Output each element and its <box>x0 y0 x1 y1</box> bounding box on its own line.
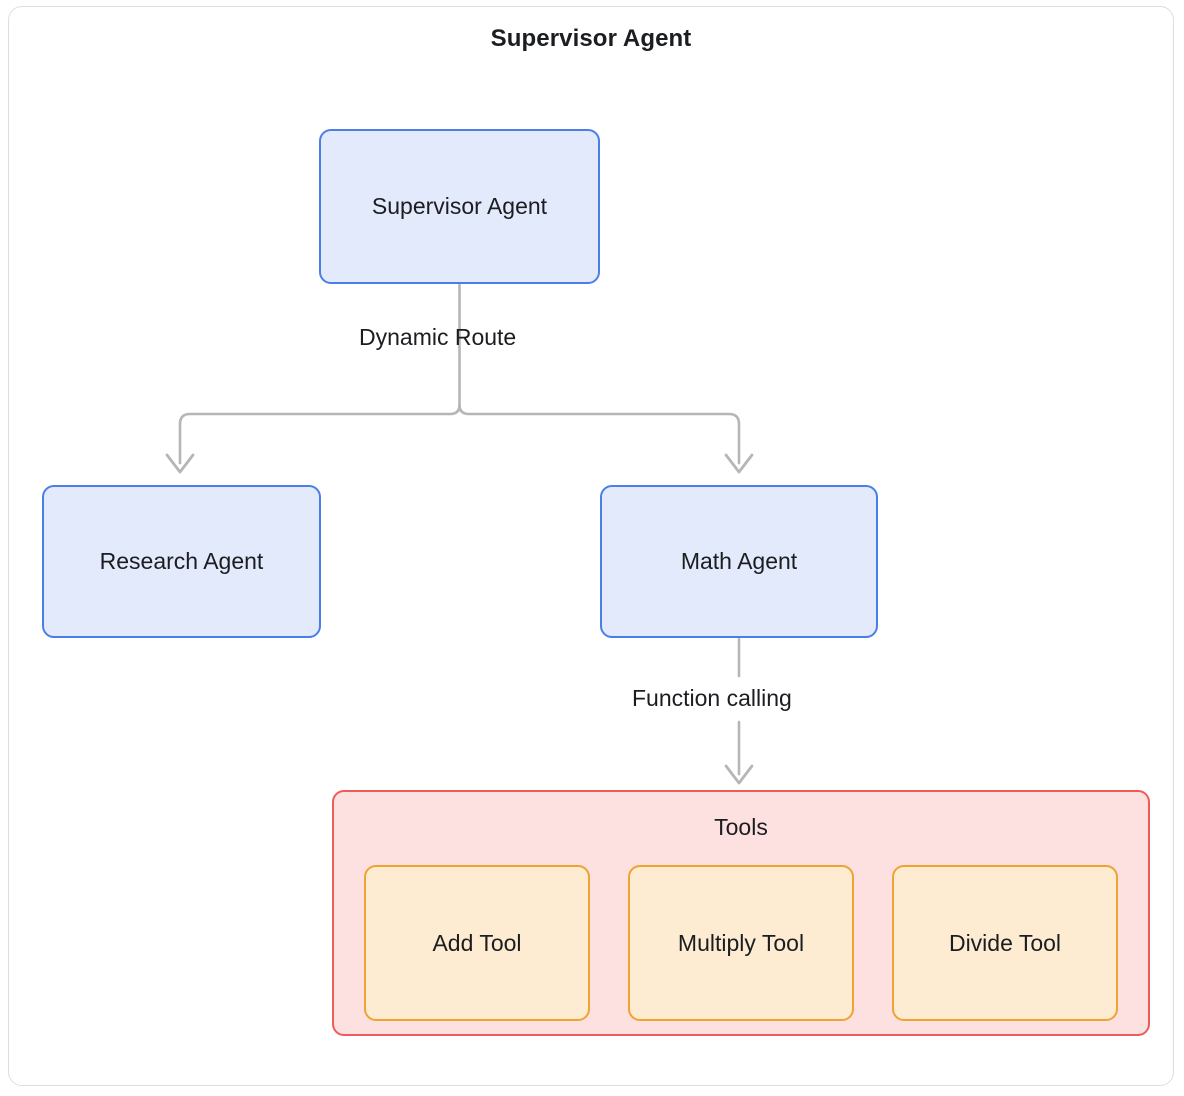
node-add-tool-label: Add Tool <box>432 929 522 956</box>
node-research-agent[interactable]: Research Agent <box>42 485 321 638</box>
node-research-agent-label: Research Agent <box>99 548 264 574</box>
tools-cluster-label: Tools <box>714 814 768 840</box>
tools-row: Add Tool Multiply Tool Divide Tool <box>334 865 1148 1023</box>
node-multiply-tool[interactable]: Multiply Tool <box>628 865 854 1021</box>
edge-label-dynamic-route: Dynamic Route <box>359 324 517 350</box>
node-divide-tool[interactable]: Divide Tool <box>892 865 1118 1021</box>
node-math-agent[interactable]: Math Agent <box>600 485 878 638</box>
diagram-title: Supervisor Agent <box>490 25 692 52</box>
edge-label-function-calling: Function calling <box>632 685 792 711</box>
tools-cluster: Tools Add Tool Multiply Tool Divide Tool <box>332 790 1150 1036</box>
node-supervisor-agent[interactable]: Supervisor Agent <box>319 129 600 284</box>
node-add-tool[interactable]: Add Tool <box>364 865 590 1021</box>
node-multiply-tool-label: Multiply Tool <box>677 929 805 956</box>
node-divide-tool-label: Divide Tool <box>948 929 1062 956</box>
node-math-agent-label: Math Agent <box>680 548 798 574</box>
node-supervisor-agent-label: Supervisor Agent <box>371 193 548 219</box>
